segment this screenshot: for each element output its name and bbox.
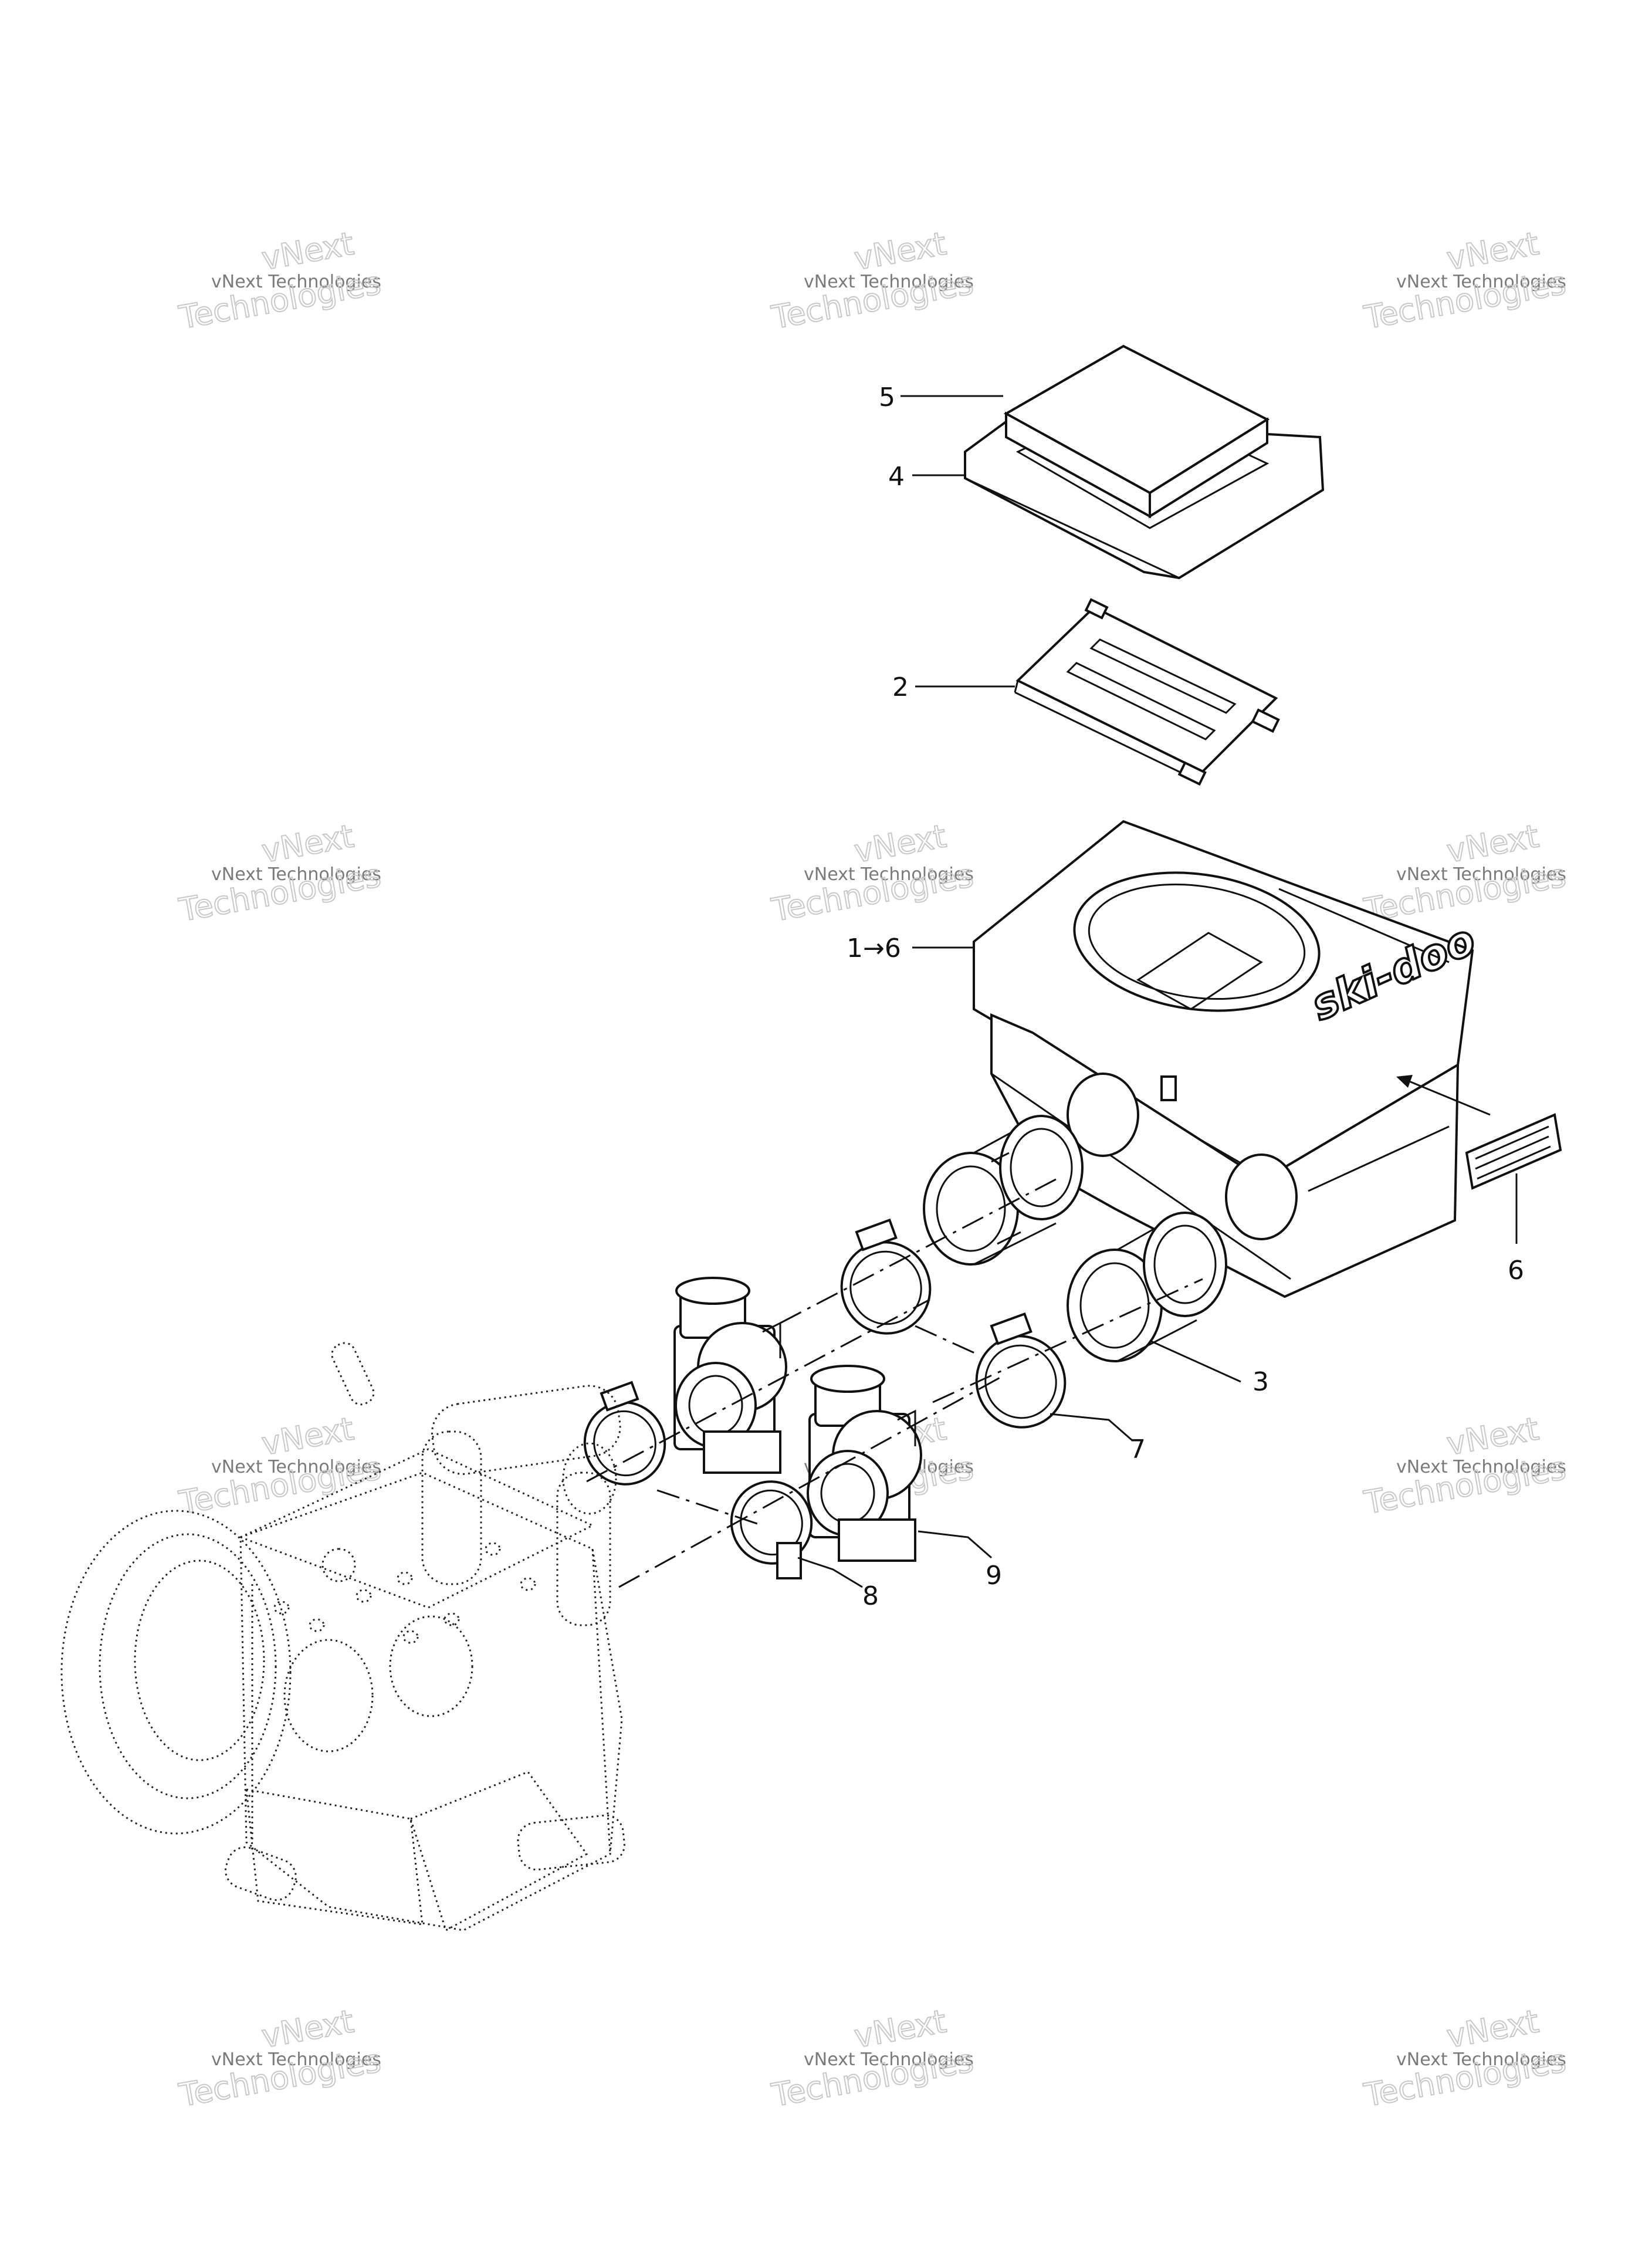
part-7-clamp-lower: [975, 1312, 1067, 1429]
callout-5: 5: [879, 383, 895, 412]
svg-text:vNext: vNext: [1444, 225, 1541, 277]
svg-text:vNext Technologies: vNext Technologies: [1396, 864, 1566, 885]
svg-text:vNext: vNext: [259, 1410, 356, 1462]
assembly-axis-lines: [586, 1178, 1203, 1588]
watermark: vNext Technologies vNext Technologies: [768, 2002, 977, 2115]
watermark: vNext Technologies vNext Technologies: [1360, 224, 1569, 337]
leader-3: [1149, 1339, 1241, 1383]
callout-leaders: [797, 395, 1241, 1588]
svg-text:vNext: vNext: [851, 225, 949, 277]
watermark: vNext Technologies vNext Technologies: [768, 817, 977, 929]
callout-7: 7: [1129, 1435, 1146, 1464]
watermark: vNext Technologies vNext Technologies: [1360, 2002, 1569, 2115]
watermark: vNext Technologies vNext Technologies: [1360, 817, 1569, 929]
callout-6: 6: [1508, 1256, 1524, 1286]
leader-8: [797, 1557, 863, 1588]
watermark: vNext Technologies vNext Technologies: [175, 224, 384, 337]
svg-text:vNext: vNext: [259, 225, 356, 277]
svg-text:vNext: vNext: [851, 2002, 949, 2055]
svg-text:vNext Technologies: vNext Technologies: [211, 2049, 381, 2070]
part-9-carburetor-lower: [807, 1365, 922, 1562]
part-3-sleeve-upper: [923, 1115, 1084, 1266]
callout-1-to-6: 1→6: [847, 933, 901, 963]
part-7-clamp-upper: [840, 1218, 932, 1335]
svg-text:vNext Technologies: vNext Technologies: [211, 272, 381, 292]
intake-hole-left: [1067, 1073, 1139, 1157]
box-clip: [1160, 1075, 1177, 1101]
part-4-filter-frame: [964, 344, 1325, 580]
svg-text:vNext Technologies: vNext Technologies: [804, 2049, 974, 2070]
engine-phantom-outline: [60, 1342, 625, 1932]
part-3-sleeve-lower: [1067, 1212, 1227, 1362]
watermark: vNext Technologies vNext Technologies: [175, 1409, 384, 1522]
svg-text:vNext: vNext: [1444, 2002, 1541, 2055]
leader-7: [1050, 1413, 1133, 1442]
svg-text:vNext: vNext: [1444, 817, 1541, 870]
part-8-clamp-lower: [730, 1480, 813, 1579]
svg-text:vNext Technologies: vNext Technologies: [804, 864, 974, 885]
callout-labels: 5 4 2 1→6 6 3 7 8 9: [847, 383, 1524, 1611]
callout-3: 3: [1252, 1367, 1269, 1397]
svg-text:vNext Technologies: vNext Technologies: [804, 272, 974, 292]
leader-9: [918, 1530, 992, 1559]
watermark: vNext Technologies vNext Technologies: [768, 224, 977, 337]
svg-text:vNext Technologies: vNext Technologies: [211, 1457, 381, 1477]
watermark: vNext Technologies vNext Technologies: [1360, 1409, 1569, 1522]
svg-text:vNext: vNext: [259, 2002, 356, 2055]
svg-text:vNext: vNext: [1444, 1410, 1541, 1462]
svg-text:vNext: vNext: [851, 817, 949, 870]
callout-9: 9: [986, 1561, 1002, 1591]
callout-8: 8: [862, 1581, 879, 1611]
part-8-clamp-upper: [583, 1381, 666, 1486]
part-6-decal: [1465, 1113, 1562, 1244]
part-2-plate: [1014, 598, 1280, 786]
svg-text:vNext Technologies: vNext Technologies: [1396, 1457, 1566, 1477]
callout-2: 2: [892, 672, 909, 702]
svg-text:vNext: vNext: [259, 817, 356, 870]
watermark: vNext Technologies vNext Technologies: [175, 817, 384, 929]
intake-hole-right: [1225, 1153, 1298, 1240]
callout-4: 4: [888, 462, 905, 492]
svg-text:vNext Technologies: vNext Technologies: [1396, 272, 1566, 292]
watermark: vNext Technologies vNext Technologies: [175, 2002, 384, 2115]
part-9-carburetor-upper: [673, 1277, 787, 1474]
svg-text:vNext Technologies: vNext Technologies: [211, 864, 381, 885]
svg-text:vNext Technologies: vNext Technologies: [1396, 2049, 1566, 2070]
